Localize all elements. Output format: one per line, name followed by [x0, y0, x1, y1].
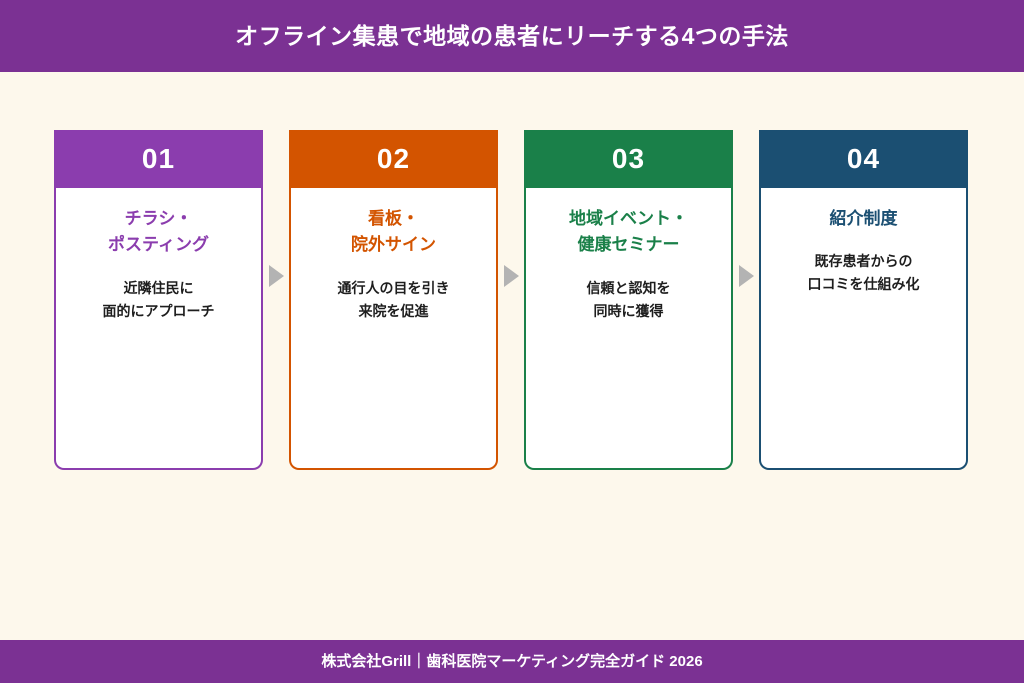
step-title: 地域イベント・ 健康セミナー	[569, 209, 688, 255]
page-title: オフライン集患で地域の患者にリーチする4つの手法	[235, 22, 789, 49]
step-title: 紹介制度	[829, 209, 898, 228]
step-card-04-header: 04	[761, 130, 966, 188]
step-card-03-header: 03	[526, 130, 731, 188]
step-description: 既存患者からの 口コミを仕組み化	[807, 253, 920, 293]
step-card-02[interactable]: 02 看板・ 院外サイン 通行人の目を引き 来院を促進	[289, 130, 498, 470]
footer-text: 株式会社Grill｜歯科医院マーケティング完全ガイド 2026	[321, 653, 703, 670]
steps-container: 01 チラシ・ ポスティング 近隣住民に 面的にアプローチ 02 看板・ 院外サ…	[54, 130, 970, 470]
step-title: 看板・ 院外サイン	[351, 209, 436, 255]
step-card-01[interactable]: 01 チラシ・ ポスティング 近隣住民に 面的にアプローチ	[54, 130, 263, 470]
triangle-right-icon	[268, 265, 284, 287]
step-number: 03	[611, 143, 646, 174]
triangle-right-icon	[503, 265, 519, 287]
step-title: チラシ・ ポスティング	[108, 209, 209, 255]
header-banner: オフライン集患で地域の患者にリーチする4つの手法	[0, 0, 1024, 72]
step-number: 04	[846, 143, 881, 174]
step-card-01-body: チラシ・ ポスティング 近隣住民に 面的にアプローチ	[56, 188, 261, 468]
step-number: 02	[376, 143, 411, 174]
step-card-01-header: 01	[56, 130, 261, 188]
step-description: 信頼と認知を 同時に獲得	[586, 279, 671, 319]
step-card-02-body: 看板・ 院外サイン 通行人の目を引き 来院を促進	[291, 188, 496, 468]
triangle-right-icon	[738, 265, 754, 287]
step-card-03[interactable]: 03 地域イベント・ 健康セミナー 信頼と認知を 同時に獲得	[524, 130, 733, 470]
step-number: 01	[141, 143, 176, 174]
step-card-02-header: 02	[291, 130, 496, 188]
step-description: 通行人の目を引き 来院を促進	[337, 279, 450, 319]
connector-1-to-2	[263, 130, 289, 470]
step-card-04-body: 紹介制度 既存患者からの 口コミを仕組み化	[761, 188, 966, 468]
step-card-04[interactable]: 04 紹介制度 既存患者からの 口コミを仕組み化	[759, 130, 968, 470]
connector-3-to-4	[733, 130, 759, 470]
connector-2-to-3	[498, 130, 524, 470]
step-card-03-body: 地域イベント・ 健康セミナー 信頼と認知を 同時に獲得	[526, 188, 731, 468]
step-description: 近隣住民に 面的にアプローチ	[102, 279, 215, 319]
footer-banner: 株式会社Grill｜歯科医院マーケティング完全ガイド 2026	[0, 640, 1024, 683]
